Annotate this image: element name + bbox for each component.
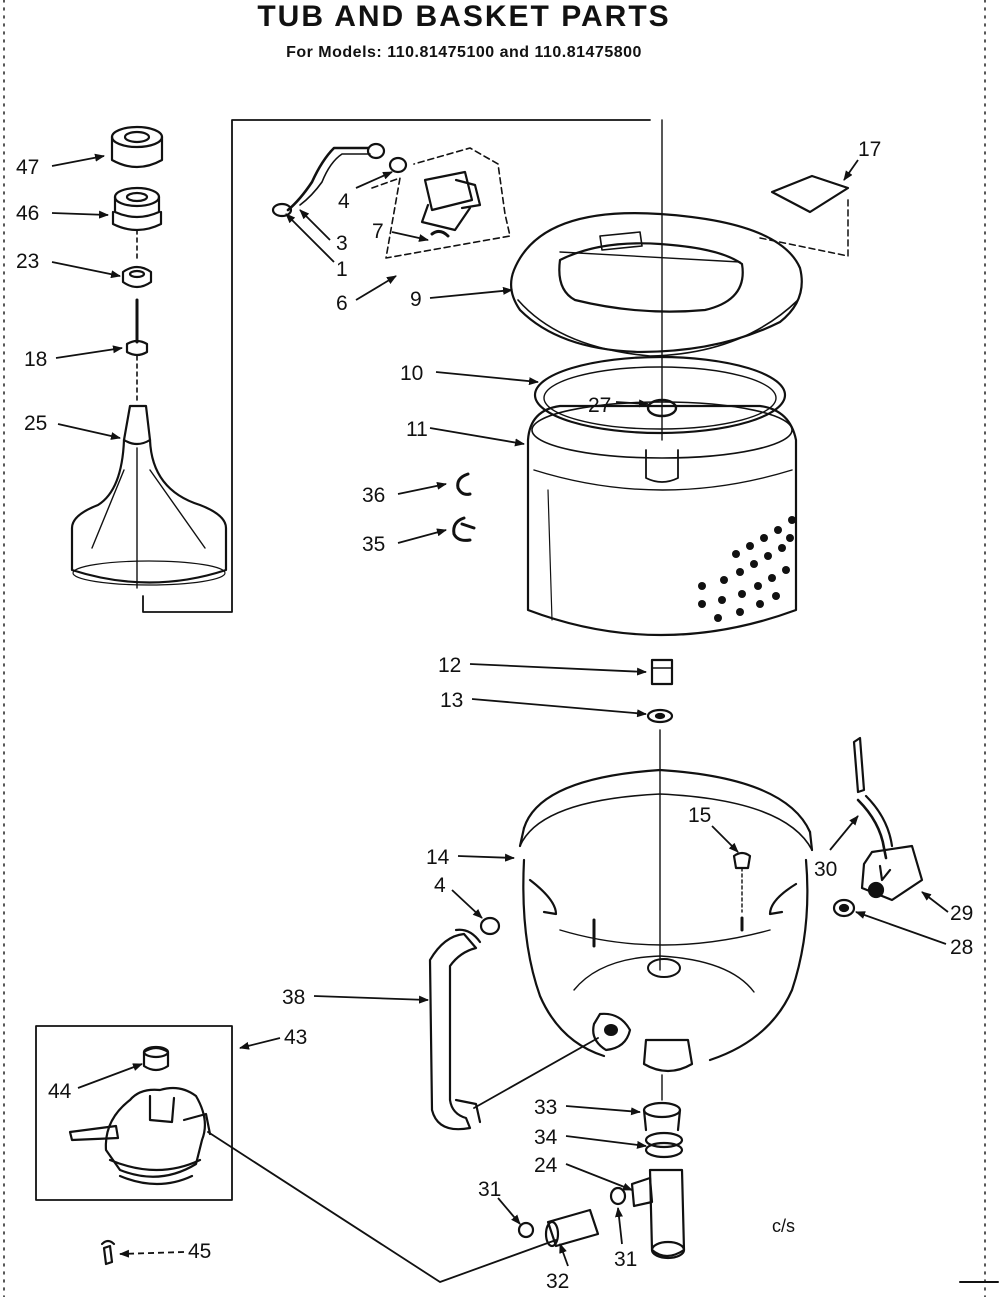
callout-17: 17 [858,138,881,161]
basket-holes [698,516,796,622]
diagram-title: TUB AND BASKET PARTS [257,0,671,33]
clamp-4 [388,156,408,174]
callout-12: 12 [438,654,461,677]
callout-23: 23 [16,250,39,273]
callout-44: 44 [48,1080,72,1103]
diagram-subtitle: For Models: 110.81475100 and 110.8147580… [286,44,642,61]
callout-13: 13 [440,689,463,712]
bushing-12 [650,658,674,686]
callout-11: 11 [406,418,428,441]
callout-24: 24 [534,1154,558,1177]
callout-47: 47 [16,156,39,179]
bolt-18 [125,298,149,357]
hose-32 [544,1208,600,1248]
agitator-cam-46 [111,186,163,232]
balance-ring-10 [533,355,787,435]
callout-1: 1 [336,258,348,281]
callout-36: 36 [362,484,385,507]
callout-30: 30 [814,858,837,881]
callout-labels: 47 46 23 18 25 4 3 1 7 6 9 17 10 27 11 3… [16,138,973,1293]
drain-hose-38 [428,928,482,1131]
agitator-cap-47 [110,125,164,169]
inlet-valve-7 [420,170,482,238]
callout-45: 45 [188,1240,211,1263]
clamp-31-right [609,1186,627,1206]
callout-32: 32 [546,1270,569,1293]
washer-13 [646,708,674,724]
callout-38: 38 [282,986,305,1009]
callout-7: 7 [372,220,384,243]
clamp-31-left [517,1221,535,1239]
tub-cover-9 [509,212,803,357]
callout-15: 15 [688,804,711,827]
clip-36 [456,472,472,496]
pump-44 [68,1045,212,1186]
callout-4-lower: 4 [434,874,446,897]
callout-3: 3 [336,232,348,255]
callout-31-right: 31 [614,1248,637,1271]
screw-45 [100,1239,116,1266]
clamp-34 [644,1131,684,1159]
callout-31-left: 31 [478,1178,501,1201]
tee-24 [630,1168,686,1260]
pump-box-43 [35,1025,233,1201]
outer-tub-14 [518,768,814,1073]
callout-14: 14 [426,846,450,869]
bracket-6 [371,147,511,259]
hatch-cover-17 [770,174,850,214]
callout-34: 34 [534,1126,558,1149]
hose-30 [852,736,894,860]
callout-35: 35 [362,533,385,556]
dogs-23 [121,265,153,289]
callout-18: 18 [24,348,47,371]
screw-15 [732,851,752,932]
callout-46: 46 [16,202,39,225]
callout-4-top: 4 [338,190,350,213]
corner-note: c/s [772,1216,795,1236]
callout-27: 27 [588,394,611,417]
callout-43: 43 [284,1026,307,1049]
callout-29: 29 [950,902,973,925]
inlet-hose-1 [271,142,386,218]
grommet-28 [832,898,856,918]
callout-6: 6 [336,292,348,315]
callout-9: 9 [410,288,422,311]
clip-35 [452,516,476,542]
callout-25: 25 [24,412,47,435]
seal-33 [642,1101,682,1132]
clamp-4-lower [479,916,501,936]
pressure-switch-29 [860,844,924,902]
agitator-25 [70,404,228,589]
callout-28: 28 [950,936,973,959]
callout-10: 10 [400,362,423,385]
callout-33: 33 [534,1096,557,1119]
